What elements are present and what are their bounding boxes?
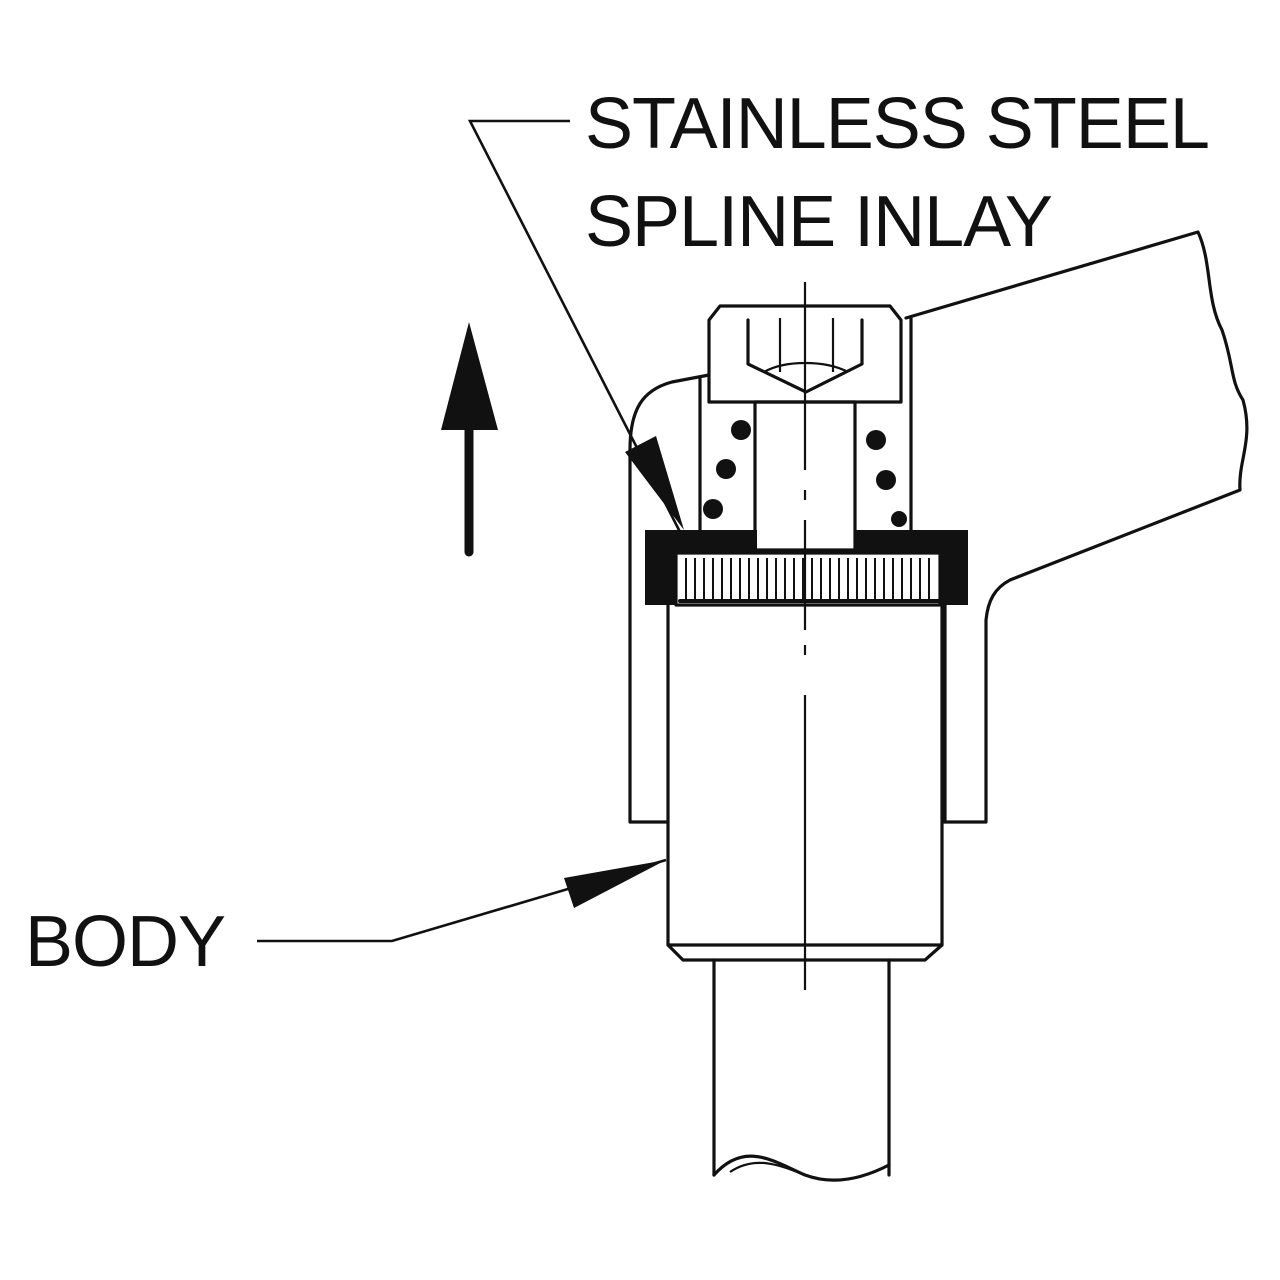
arrow-up-icon bbox=[441, 322, 498, 557]
label-spline-inlay: SPLINE INLAY bbox=[585, 182, 1052, 262]
spline-teeth bbox=[685, 558, 930, 599]
shaft bbox=[712, 958, 891, 1182]
lever-arm bbox=[628, 230, 1249, 824]
leader-spline-inlay bbox=[467, 119, 684, 533]
spline-inlay bbox=[645, 530, 968, 607]
spring-pocket bbox=[698, 316, 913, 534]
label-body: BODY bbox=[25, 902, 225, 982]
label-stainless-steel: STAINLESS STEEL bbox=[585, 84, 1209, 164]
leader-body bbox=[257, 858, 667, 943]
